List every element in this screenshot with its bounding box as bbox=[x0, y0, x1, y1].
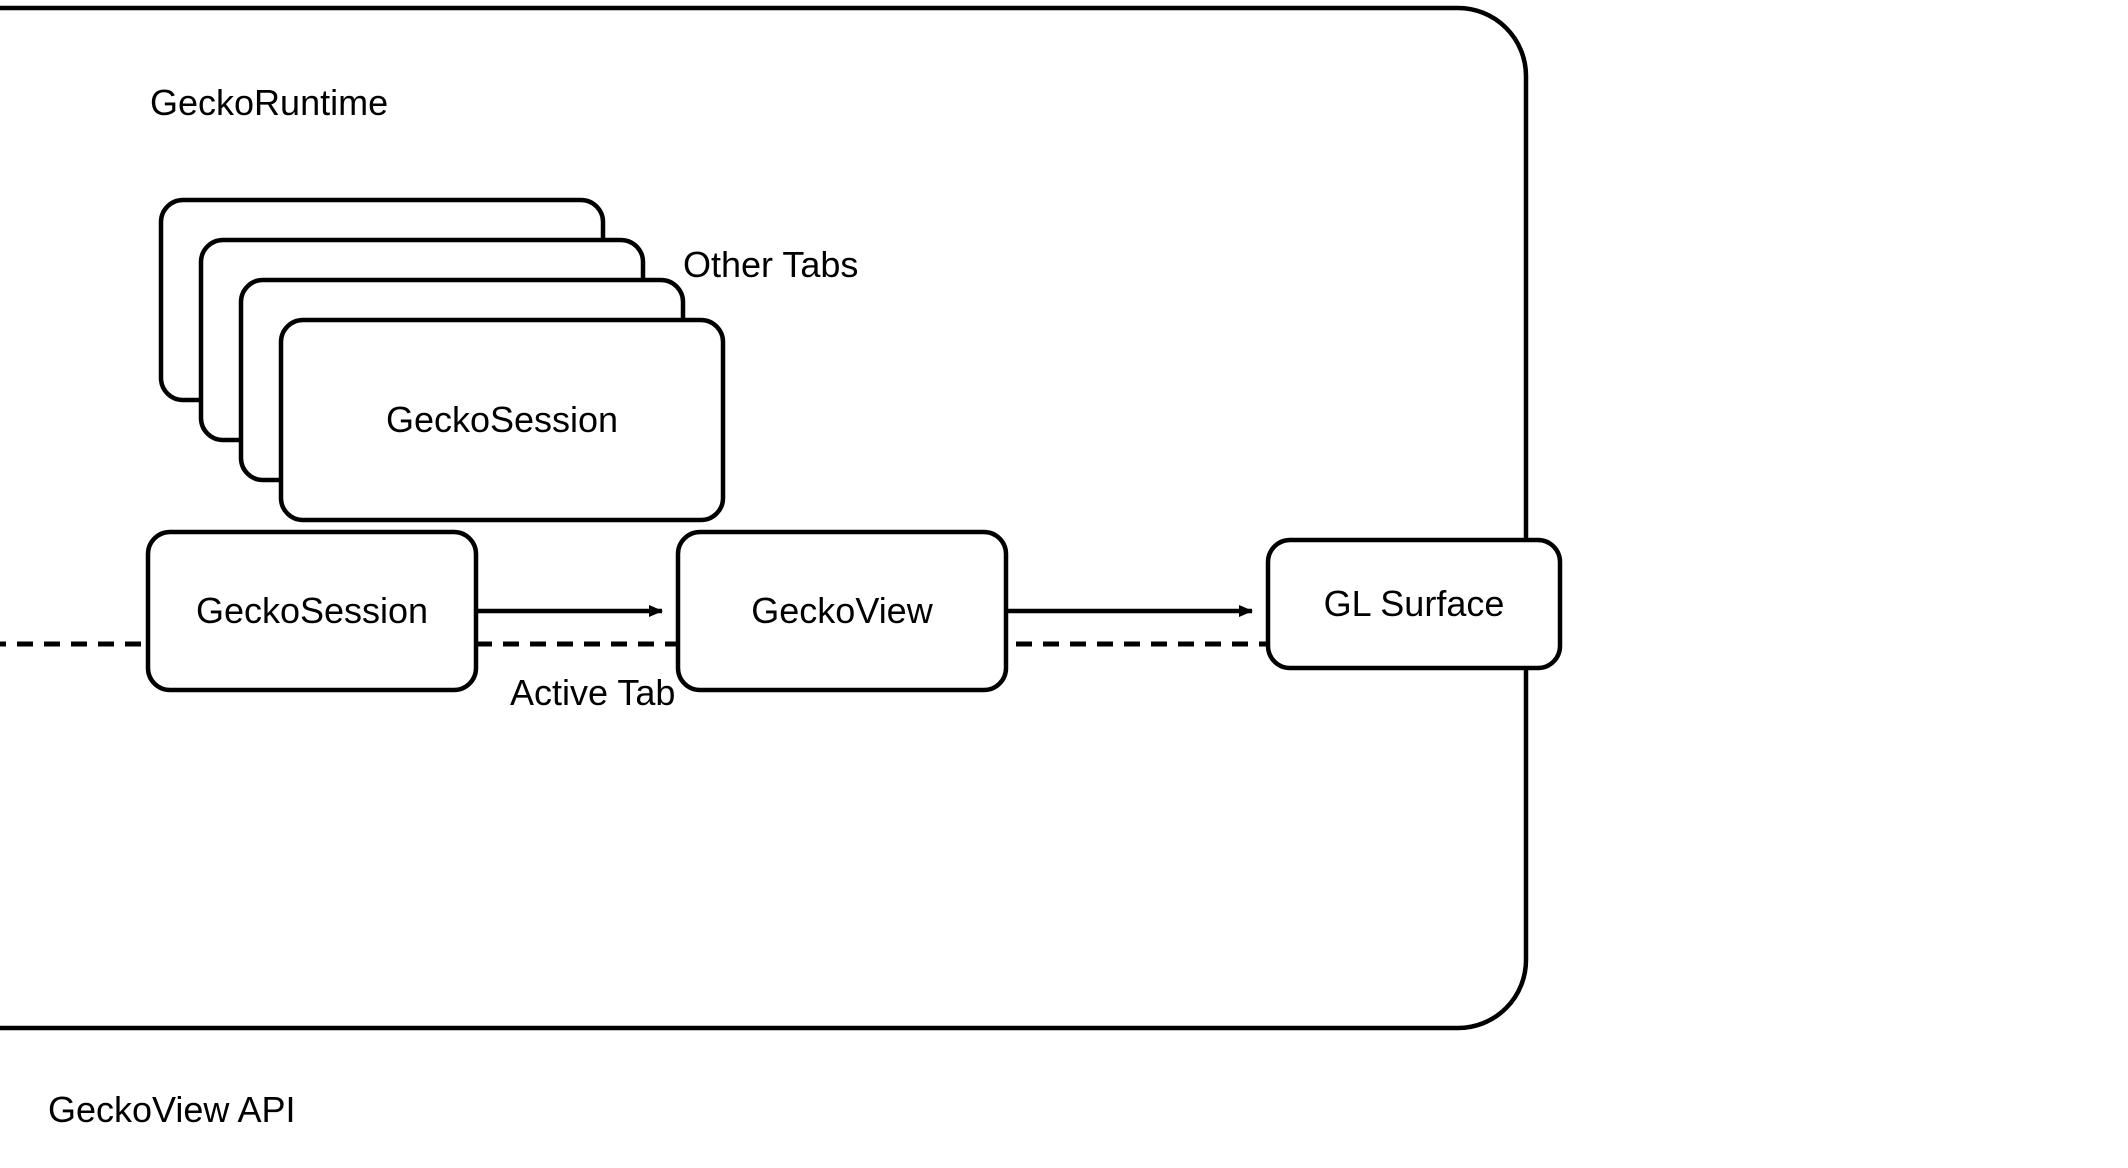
active-tab-label: Active Tab bbox=[510, 672, 676, 713]
gl-surface-box[interactable] bbox=[1265, 537, 1563, 671]
active-session-box[interactable] bbox=[145, 529, 479, 693]
other-tabs-label: Other Tabs bbox=[683, 244, 859, 285]
gecko-view-box[interactable] bbox=[675, 529, 1009, 693]
geckoview-api-container bbox=[0, 5, 1529, 1031]
geckoruntime-label: GeckoRuntime bbox=[150, 82, 389, 123]
geckoview-api-label: GeckoView API bbox=[48, 1089, 296, 1130]
session-stack-card-4[interactable] bbox=[278, 317, 726, 523]
